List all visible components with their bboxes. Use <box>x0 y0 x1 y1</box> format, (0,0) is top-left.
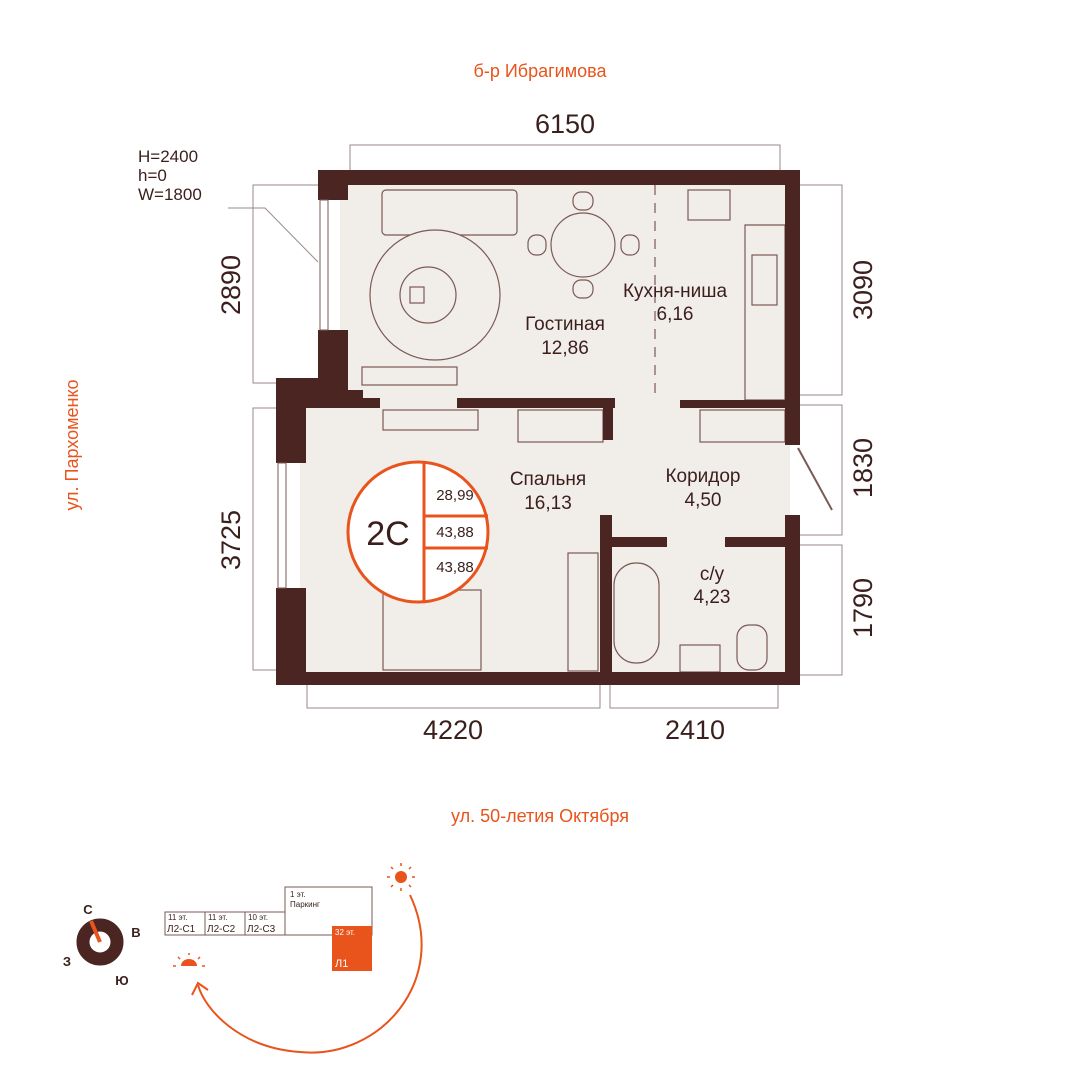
compass-north: С <box>83 902 93 917</box>
sun-path <box>191 894 423 1054</box>
dim-left-lower: 3725 <box>216 510 246 570</box>
street-west: ул. Пархоменко <box>62 379 82 510</box>
room-name: Коридор <box>665 466 740 487</box>
block-floors: 11 эт. <box>208 913 227 922</box>
compass-south: Ю <box>115 973 128 988</box>
street-south: ул. 50-летия Октября <box>451 806 629 826</box>
dim-bottom-left: 4220 <box>423 715 483 745</box>
room-area: 16,13 <box>524 493 572 514</box>
room-area: 4,23 <box>694 587 731 608</box>
room-name: с/у <box>700 564 725 585</box>
site-plan: 11 эт. Л2-С1 11 эт. Л2-С2 10 эт. Л2-С3 1… <box>164 886 373 971</box>
tv-stand <box>361 366 458 386</box>
toilet <box>736 624 768 671</box>
dim-left-upper: 2890 <box>216 255 246 315</box>
block-name: Л1 <box>335 958 348 970</box>
dim-right-upper: 3090 <box>848 260 878 320</box>
window-width: W=1800 <box>138 185 202 204</box>
block-name: Паркинг <box>290 900 320 909</box>
sunset-icon <box>173 953 205 967</box>
compass-west: З <box>63 954 71 969</box>
dim-right-mid: 1830 <box>848 438 878 498</box>
dim-right-lower: 1790 <box>848 578 878 638</box>
furniture <box>361 185 786 673</box>
compass: С В Ю З <box>63 902 141 988</box>
room-labels: Гостиная 12,86 Кухня-ниша 6,16 Спальня 1… <box>510 281 741 608</box>
area-total-with-balcony: 43,88 <box>436 559 474 576</box>
block-floors: 32 эт. <box>335 928 355 937</box>
room-area: 4,50 <box>685 490 722 511</box>
window-sill-height: h=0 <box>138 166 167 185</box>
block-floors: 1 эт. <box>290 890 306 899</box>
room-name: Кухня-ниша <box>623 281 728 302</box>
dim-bottom-right: 2410 <box>665 715 725 745</box>
area-living: 28,99 <box>436 487 474 504</box>
area-total: 43,88 <box>436 524 474 541</box>
apartment-badge: 2С 28,99 43,88 43,88 <box>346 460 490 604</box>
street-north: б-р Ибрагимова <box>474 61 608 81</box>
dimension-labels: 6150 2890 3725 3090 1830 1790 4220 2410 <box>216 109 878 745</box>
room-area: 6,16 <box>657 304 694 325</box>
bed <box>382 589 482 671</box>
block-floors: 11 эт. <box>168 913 187 922</box>
window-height-total: H=2400 <box>138 147 198 166</box>
wardrobe <box>517 409 604 443</box>
block-floors: 10 эт. <box>248 913 268 922</box>
stove <box>687 189 731 221</box>
sofa <box>381 189 518 236</box>
dimension-lines <box>228 144 843 709</box>
block-name: Л2-С2 <box>207 924 236 935</box>
sunrise-icon <box>387 863 415 891</box>
room-area: 12,86 <box>541 338 589 359</box>
block-name: Л2-С1 <box>167 924 196 935</box>
windows <box>277 199 833 589</box>
shelf <box>567 552 599 672</box>
block-name: Л2-С3 <box>247 924 276 935</box>
room-name: Гостиная <box>525 314 605 335</box>
sink <box>679 644 721 673</box>
apartment-type: 2С <box>366 515 409 553</box>
room-name: Спальня <box>510 469 586 490</box>
kitchen-counter <box>744 224 786 401</box>
compass-east: В <box>131 925 140 940</box>
walls <box>276 170 800 685</box>
dining-table <box>550 212 616 278</box>
dim-top: 6150 <box>535 109 595 139</box>
bathtub <box>613 562 660 664</box>
